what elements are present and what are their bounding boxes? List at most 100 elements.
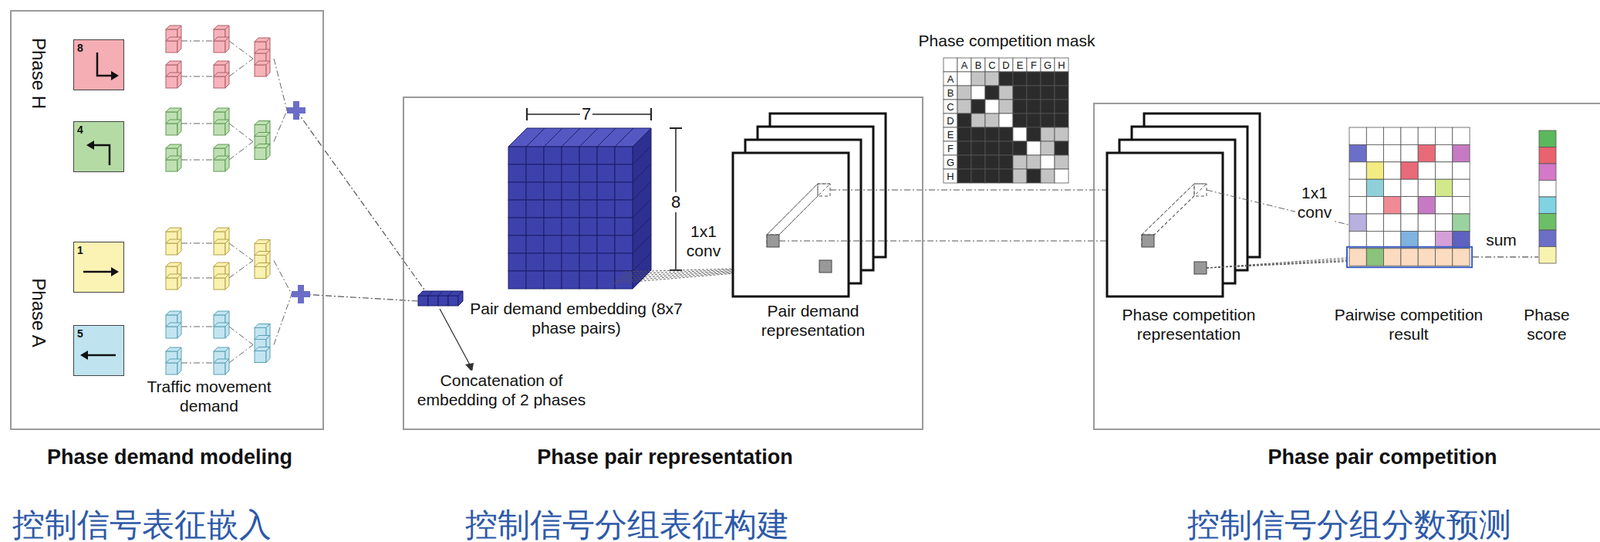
mask-cell: [999, 155, 1013, 169]
leader-line: [632, 145, 652, 165]
competition-cell: [1417, 178, 1435, 196]
leader-line: [632, 199, 652, 218]
embedding-cell: [526, 217, 544, 236]
competition-cell: [1383, 196, 1401, 214]
mask-cell: [999, 71, 1013, 86]
embedding-cell: [561, 146, 580, 165]
mask-cell: [1026, 168, 1041, 183]
embedding-cube: [254, 148, 267, 160]
score-cell: [1539, 213, 1557, 231]
embedding-cell: [508, 199, 527, 218]
embedding-cube: [213, 76, 226, 88]
competition-cell: [1452, 248, 1470, 266]
plus-symbol: [297, 284, 304, 304]
mask-cell: [1040, 71, 1055, 86]
embedding-cube: [177, 322, 182, 338]
leader-line: [632, 234, 652, 254]
competition-cell: [1366, 230, 1384, 248]
leader-line: [508, 128, 527, 147]
panel-caption: Phase demand modeling: [47, 445, 293, 470]
competition-cell: [1383, 230, 1401, 248]
embedding-cell: [597, 164, 615, 183]
leader-line: [632, 181, 652, 200]
mask-cell: [1054, 155, 1069, 169]
annotation: Phase score: [1519, 304, 1574, 344]
embedding-cell: [561, 253, 580, 271]
feature-map: [1107, 152, 1223, 297]
mask-cell: [1012, 127, 1027, 142]
mask-cell: [1012, 57, 1027, 72]
embedding-cube: [266, 60, 271, 77]
dimension-line: [526, 108, 528, 121]
embedding-cell: [579, 182, 598, 200]
annotation: Pair demand representation: [735, 300, 891, 340]
embedding-cube: [225, 119, 230, 136]
leader-line: [632, 128, 652, 147]
phase-name: Phase H: [27, 36, 51, 111]
embedding-cell: [526, 270, 544, 289]
leader-line: [830, 189, 1108, 190]
mask-header: H: [1057, 60, 1065, 71]
embedding-cube: [165, 362, 178, 375]
leader-line: [632, 128, 652, 147]
annotation: Pair demand embedding (8x7 phase pairs): [464, 298, 689, 338]
mask-cell: [1012, 168, 1027, 183]
leader-line: [296, 110, 426, 292]
leader-line: [229, 141, 254, 161]
embedding-cell: [579, 253, 598, 271]
competition-cell: [1452, 144, 1470, 162]
embedding-cube: [225, 155, 230, 172]
leader-line: [229, 123, 254, 142]
mask-header: A: [961, 60, 969, 71]
mask-cell: [1054, 141, 1069, 156]
mask-cell: [1040, 57, 1055, 72]
annotation: Phase competition mask: [917, 30, 1098, 51]
mask-cell: [999, 113, 1013, 128]
mask-cell: [1026, 113, 1041, 128]
embedding-cell: [543, 270, 562, 289]
embedding-cube: [177, 155, 182, 172]
concatenation-bar: [418, 295, 429, 306]
mask-cell: [985, 99, 1000, 114]
embedding-cube: [254, 64, 267, 77]
competition-cell: [1435, 213, 1453, 231]
embedding-cube: [266, 347, 271, 363]
mask-cell: [1026, 155, 1041, 169]
mask-cell: [1012, 99, 1027, 114]
annotation: 8: [669, 192, 682, 213]
embedding-cell: [508, 253, 527, 271]
concatenation-bar: [438, 295, 449, 306]
stage-panel: Phase pair competition: [1093, 102, 1600, 430]
mask-cell: [985, 85, 1000, 100]
stage-panel: Phase demand modeling8415: [10, 10, 325, 430]
embedding-cube: [225, 37, 230, 53]
embedding-cube: [165, 243, 178, 255]
competition-cell: [1417, 196, 1435, 214]
embedding-cube: [225, 72, 230, 88]
embedding-cell: [526, 235, 544, 254]
competition-cell: [1400, 144, 1418, 162]
embedding-cell: [579, 164, 598, 183]
mask-cell: [971, 113, 986, 128]
leader-line: [181, 40, 213, 42]
embedding-block: [508, 128, 652, 147]
leader-line: [181, 243, 213, 244]
competition-cell: [1349, 144, 1367, 162]
competition-cell: [1435, 230, 1453, 248]
mask-cell: [1040, 99, 1055, 114]
embedding-cell: [561, 217, 580, 236]
mask-cell: [1054, 127, 1069, 142]
embedding-cell: [561, 182, 580, 200]
competition-cell: [1383, 248, 1401, 266]
mask-cell: [985, 113, 1000, 128]
mask-cell: [971, 71, 986, 86]
mask-cell: [957, 155, 972, 169]
chinese-caption: 控制信号表征嵌入: [10, 506, 274, 542]
annotation: 1x1 conv: [684, 221, 723, 260]
mask-header: G: [1043, 60, 1052, 71]
mask-header: E: [1016, 60, 1024, 71]
embedding-cube: [254, 266, 267, 279]
annotation: Pairwise competition result: [1316, 304, 1502, 344]
mask-cell: [943, 168, 958, 183]
mask-header: F: [1030, 60, 1037, 71]
